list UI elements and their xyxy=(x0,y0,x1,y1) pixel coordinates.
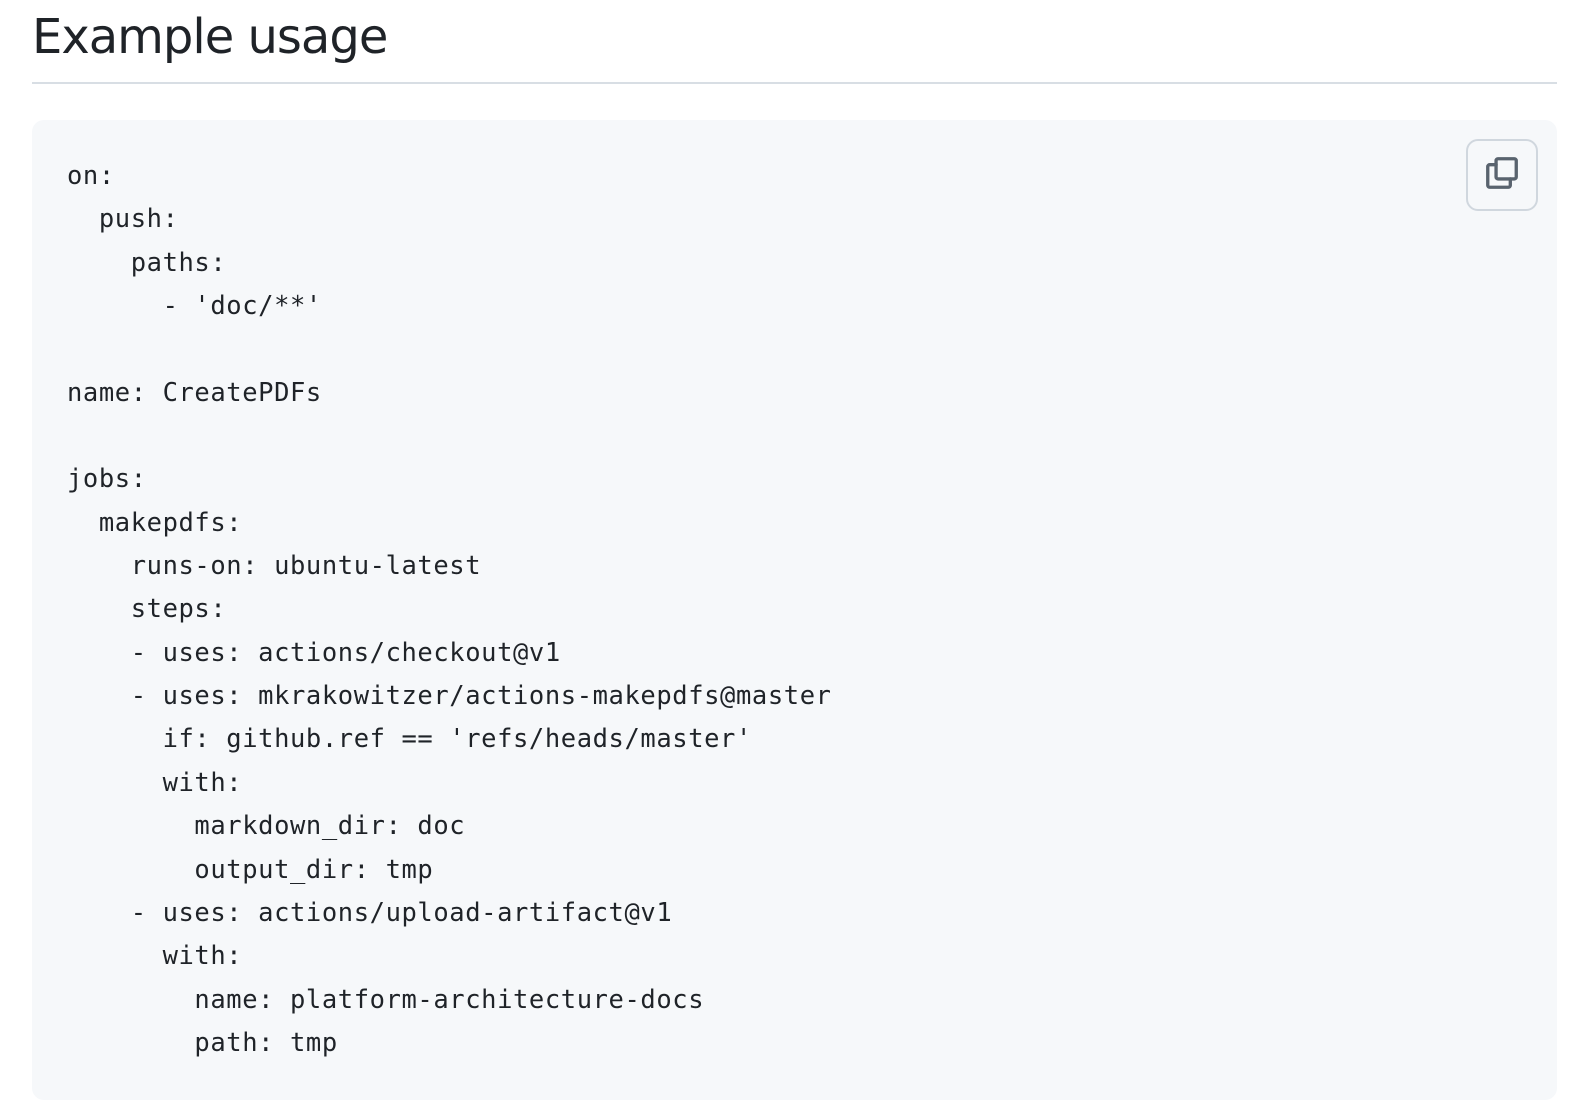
code-line: push: xyxy=(67,204,179,235)
code-line: - uses: actions/upload-artifact@v1 xyxy=(67,897,673,928)
heading-divider xyxy=(32,82,1557,84)
code-line xyxy=(67,328,832,371)
code-line xyxy=(67,415,832,458)
code-content[interactable]: on: push: paths: - 'doc/**' name: CreateP… xyxy=(67,155,832,1065)
code-line: - uses: actions/checkout@v1 xyxy=(67,637,561,668)
code-line: on: xyxy=(67,161,115,191)
code-line: steps: xyxy=(67,594,227,625)
code-line: makepdfs: xyxy=(67,507,243,538)
code-line: jobs: xyxy=(67,464,147,495)
code-line: runs-on: ubuntu-latest xyxy=(67,551,482,582)
code-line: - uses: mkrakowitzer/actions-makepdfs@ma… xyxy=(67,681,832,712)
code-line: if: github.ref == 'refs/heads/master' xyxy=(67,724,752,755)
copy-icon xyxy=(1483,154,1521,196)
code-line: output_dir: tmp xyxy=(67,854,434,885)
section-heading: Example usage xyxy=(32,9,388,65)
code-line: paths: xyxy=(67,247,227,278)
code-block: on: push: paths: - 'doc/**' name: CreateP… xyxy=(32,120,1557,1100)
code-line: name: platform-architecture-docs xyxy=(67,984,705,1015)
code-line: path: tmp xyxy=(67,1027,338,1058)
code-line: - 'doc/**' xyxy=(67,291,322,322)
code-line: with: xyxy=(67,941,243,972)
code-line: with: xyxy=(67,767,243,798)
code-line: markdown_dir: doc xyxy=(67,811,466,842)
copy-button[interactable] xyxy=(1466,139,1538,211)
code-line: name: CreatePDFs xyxy=(67,377,322,408)
